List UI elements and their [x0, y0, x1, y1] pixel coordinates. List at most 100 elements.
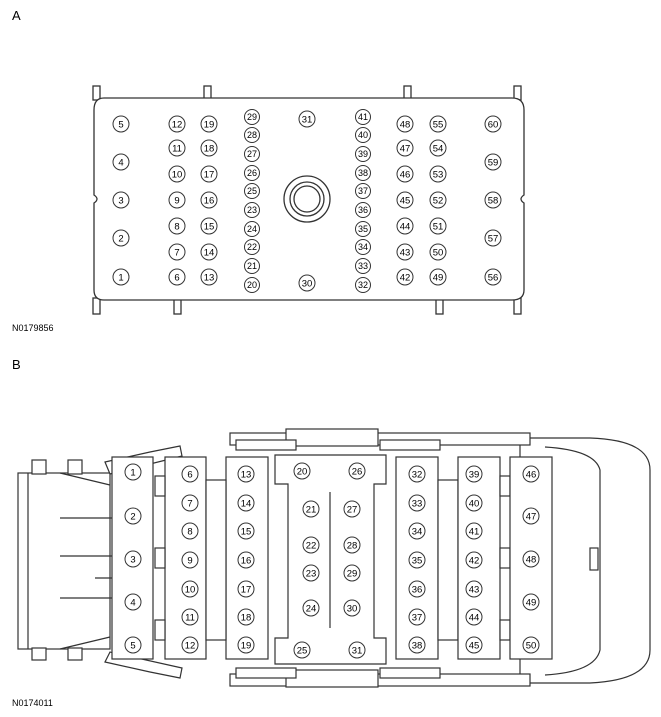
pin-6: 6	[168, 268, 186, 286]
pin-label: 42	[469, 555, 480, 566]
pin-circle	[293, 641, 311, 659]
pin-circle	[465, 494, 483, 512]
pin-circle	[200, 217, 218, 235]
pin-circle	[348, 462, 366, 480]
pin-circle	[355, 239, 371, 255]
pin-circle	[200, 115, 218, 133]
pin-13: 13	[237, 465, 255, 483]
pin-circle	[237, 522, 255, 540]
pin-label: 52	[433, 195, 444, 206]
pin-label: 25	[297, 645, 308, 656]
pin-label: 4	[130, 597, 135, 608]
pin-label: 47	[400, 143, 411, 154]
pin-circle	[408, 522, 426, 540]
pin-label: 8	[187, 526, 192, 537]
pin-55: 55	[429, 115, 447, 133]
pin-label: 10	[172, 169, 183, 180]
pin-circle	[244, 202, 260, 218]
pin-24: 24	[302, 599, 320, 617]
pin-60: 60	[484, 115, 502, 133]
pin-label: 24	[247, 224, 257, 234]
pin-label: 26	[247, 168, 257, 178]
pin-39: 39	[355, 146, 371, 162]
pin-12: 12	[168, 115, 186, 133]
pin-circle	[522, 593, 540, 611]
pin-30: 30	[298, 274, 316, 292]
pin-circle	[181, 636, 199, 654]
pin-label: 7	[187, 498, 192, 509]
pin-20: 20	[244, 277, 260, 293]
pin-34: 34	[355, 239, 371, 255]
pin-label: 41	[358, 112, 368, 122]
pin-label: 5	[118, 119, 123, 130]
pin-label: 3	[130, 554, 135, 565]
pin-circle	[168, 268, 186, 286]
pin-circle	[237, 608, 255, 626]
pin-circle	[465, 551, 483, 569]
pin-label: 9	[187, 555, 192, 566]
pin-label: 31	[302, 114, 313, 125]
pin-38: 38	[408, 636, 426, 654]
pin-44: 44	[396, 217, 414, 235]
pin-circle	[355, 183, 371, 199]
pin-16: 16	[200, 191, 218, 209]
pin-29: 29	[244, 109, 260, 125]
pin-circle	[181, 522, 199, 540]
pin-21: 21	[244, 258, 260, 274]
pin-13: 13	[200, 268, 218, 286]
pin-11: 11	[181, 608, 199, 626]
pin-circle	[124, 463, 142, 481]
pin-circle	[244, 183, 260, 199]
pin-label: 17	[204, 169, 215, 180]
pin-circle	[302, 536, 320, 554]
pin-43: 43	[465, 580, 483, 598]
pin-17: 17	[237, 580, 255, 598]
pin-22: 22	[244, 239, 260, 255]
pin-circle	[408, 636, 426, 654]
pin-circle	[112, 153, 130, 171]
pin-circle	[522, 465, 540, 483]
pin-40: 40	[465, 494, 483, 512]
pin-label: 18	[204, 143, 215, 154]
pin-23: 23	[302, 564, 320, 582]
pin-10: 10	[168, 165, 186, 183]
pin-circle	[237, 494, 255, 512]
pin-3: 3	[124, 550, 142, 568]
pin-label: 23	[306, 568, 317, 579]
pin-label: 20	[247, 280, 257, 290]
pin-35: 35	[408, 551, 426, 569]
pin-44: 44	[465, 608, 483, 626]
pin-label: 35	[412, 555, 423, 566]
pin-37: 37	[408, 608, 426, 626]
connector-a-outline	[93, 97, 525, 301]
pin-circle	[522, 550, 540, 568]
pin-label: 8	[174, 221, 179, 232]
pin-circle	[237, 580, 255, 598]
pin-2: 2	[124, 507, 142, 525]
pin-circle	[429, 191, 447, 209]
pin-15: 15	[200, 217, 218, 235]
pin-circle	[181, 608, 199, 626]
pin-circle	[244, 221, 260, 237]
pin-label: 1	[130, 467, 135, 478]
pin-16: 16	[237, 551, 255, 569]
pin-circle	[244, 277, 260, 293]
pin-52: 52	[429, 191, 447, 209]
pin-27: 27	[343, 500, 361, 518]
pin-label: 19	[204, 119, 215, 130]
pin-label: 36	[358, 205, 368, 215]
pin-label: 23	[247, 205, 257, 215]
center-boss	[283, 175, 331, 223]
pin-1: 1	[112, 268, 130, 286]
pin-label: 39	[469, 469, 480, 480]
pin-1: 1	[124, 463, 142, 481]
pin-58: 58	[484, 191, 502, 209]
pin-12: 12	[181, 636, 199, 654]
pin-32: 32	[355, 277, 371, 293]
pin-label: 3	[118, 195, 123, 206]
pin-label: 13	[204, 272, 215, 283]
pin-label: 15	[204, 221, 215, 232]
pin-label: 5	[130, 640, 135, 651]
pin-label: 7	[174, 247, 179, 258]
pin-8: 8	[168, 217, 186, 235]
